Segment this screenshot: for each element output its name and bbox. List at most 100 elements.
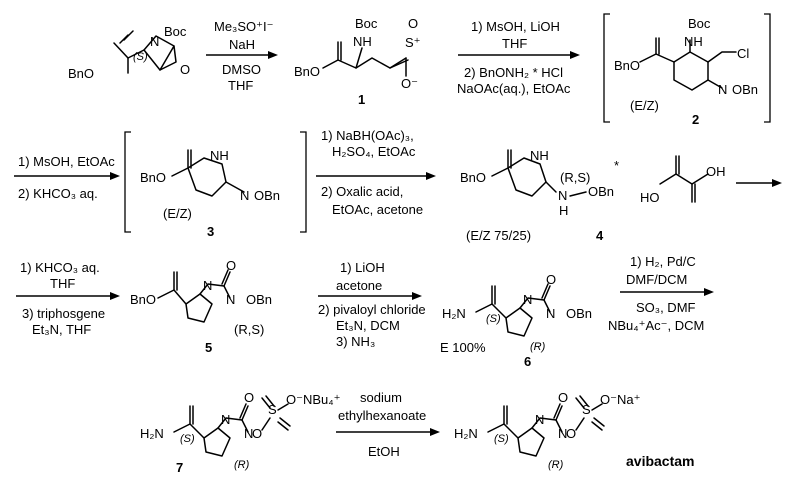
c7-o: O <box>244 390 254 405</box>
c4-ho: HO <box>640 190 660 205</box>
c2-boc: Boc <box>688 16 711 31</box>
c3-bno: BnO <box>140 170 166 185</box>
compound-7: H₂N (S) (R) N O N O S O⁻NBu₄⁺ 7 <box>140 390 340 475</box>
c6-n1: N <box>523 292 532 307</box>
c3-ez: (E/Z) <box>163 206 192 221</box>
c5-rs: (R,S) <box>234 322 264 337</box>
c7-h2n: H₂N <box>140 426 164 441</box>
c6-obn: OBn <box>566 306 592 321</box>
compound-1: BnO Boc NH S⁺ O O⁻ 1 <box>294 16 421 107</box>
compound-4: BnO NH (R,S) N H OBn * (E/Z 75/25) 4 HO … <box>460 148 726 243</box>
c4-nh: NH <box>530 148 549 163</box>
arrow6-step1b: acetone <box>336 278 382 293</box>
sm-stereo-s: (S) <box>133 51 148 63</box>
c2-ez: (E/Z) <box>630 98 659 113</box>
c7-stereo-r: (R) <box>234 459 250 471</box>
sm-n: N <box>150 34 159 49</box>
arrow2-step1: 1) MsOH, LiOH <box>471 19 560 34</box>
c7-n1: N <box>221 412 230 427</box>
arrow6-step3: 3) NH₃ <box>336 334 375 349</box>
c2-bno: BnO <box>614 58 640 73</box>
arrow7-step1: 1) H₂, Pd/C <box>630 254 696 269</box>
avibactam: H₂N (S) (R) N O N O S O⁻Na⁺ avibactam <box>454 390 694 471</box>
avi-n2: N <box>558 426 567 441</box>
avi-stereo-s: (S) <box>494 433 509 445</box>
c1-s-plus: S⁺ <box>405 35 421 50</box>
arrow2-step2b: NaOAc(aq.), EtOAc <box>457 81 571 96</box>
c4-star: * <box>614 158 619 173</box>
compound-5: BnO N O N OBn (R,S) 5 <box>130 258 272 355</box>
arrow-6: 1) LiOH acetone 2) pivaloyl chloride Et₃… <box>318 260 426 349</box>
arrow-8: sodium ethylhexanoate EtOH <box>336 390 440 459</box>
arrow2-step2: 2) BnONH₂ * HCl <box>464 65 563 80</box>
arrow4-step2: 2) Oxalic acid, <box>321 184 403 199</box>
sm-boc: Boc <box>164 24 187 39</box>
c2-cl: Cl <box>737 46 749 61</box>
c4-obn: OBn <box>588 184 614 199</box>
c4-nhobn-n: N <box>558 188 567 203</box>
c4-bno: BnO <box>460 170 486 185</box>
c6-h2n: H₂N <box>442 306 466 321</box>
avi-s-atom: S <box>582 402 591 417</box>
c1-number: 1 <box>358 92 365 107</box>
arrow3-step1: 1) MsOH, EtOAc <box>18 154 115 169</box>
starting-material: BnO (S) Boc N O <box>68 24 190 81</box>
c7-o-nbu: O⁻NBu₄⁺ <box>286 392 340 407</box>
arrow7-step1b: DMF/DCM <box>626 272 687 287</box>
c1-o-top: O <box>408 16 418 31</box>
arrow-2: 1) MsOH, LiOH THF 2) BnONH₂ * HCl NaOAc(… <box>457 19 580 96</box>
avi-o-link: O <box>566 426 576 441</box>
arrow5-step2b: Et₃N, THF <box>32 322 91 337</box>
c1-boc: Boc <box>355 16 378 31</box>
sm-bno: BnO <box>68 66 94 81</box>
arrow-5: 1) KHCO₃ aq. THF 3) triphosgene Et₃N, TH… <box>16 260 120 337</box>
compound-6: H₂N (S) (R) N O N OBn E 100% 6 <box>440 272 592 369</box>
c7-o-link: O <box>252 426 262 441</box>
arrow5-step2: 3) triphosgene <box>22 306 105 321</box>
c2-nh: NH <box>684 34 703 49</box>
arrow7-step2b: NBu₄⁺Ac⁻, DCM <box>608 318 704 333</box>
c2-obn: OBn <box>732 82 758 97</box>
c3-nh: NH <box>210 148 229 163</box>
avi-h2n: H₂N <box>454 426 478 441</box>
c6-o: O <box>546 272 556 287</box>
arrow7-step2: SO₃, DMF <box>636 300 696 315</box>
c3-number: 3 <box>207 224 214 239</box>
arrow4-step2b: EtOAc, acetone <box>332 202 423 217</box>
c7-number: 7 <box>176 460 183 475</box>
arrow1-solvent1: DMSO <box>222 62 261 77</box>
c5-n1: N <box>203 278 212 293</box>
c2-number: 2 <box>692 112 699 127</box>
arrow5-step1: 1) KHCO₃ aq. <box>20 260 100 275</box>
c6-e: E 100% <box>440 340 486 355</box>
c1-bno: BnO <box>294 64 320 79</box>
c7-stereo-s: (S) <box>180 433 195 445</box>
c5-number: 5 <box>205 340 212 355</box>
c2-n: N <box>718 82 727 97</box>
arrow6-step1: 1) LiOH <box>340 260 385 275</box>
arrow-7: 1) H₂, Pd/C DMF/DCM SO₃, DMF NBu₄⁺Ac⁻, D… <box>608 254 714 333</box>
c5-obn: OBn <box>246 292 272 307</box>
c4-rs: (R,S) <box>560 170 590 185</box>
arrow3-step2: 2) KHCO₃ aq. <box>18 186 98 201</box>
avi-stereo-r: (R) <box>548 459 564 471</box>
avi-n1: N <box>535 412 544 427</box>
arrow6-step2: 2) pivaloyl chloride <box>318 302 426 317</box>
c7-s-atom: S <box>268 402 277 417</box>
c1-nh: NH <box>353 34 372 49</box>
c3-n: N <box>240 188 249 203</box>
c5-bno: BnO <box>130 292 156 307</box>
arrow4-step1b: H₂SO₄, EtOAc <box>332 144 416 159</box>
c4-nhobn-h: H <box>559 203 568 218</box>
c4-oh: OH <box>706 164 726 179</box>
sm-o: O <box>180 62 190 77</box>
arrow1-solvent2: THF <box>228 78 253 93</box>
arrow5-step1b: THF <box>50 276 75 291</box>
c6-stereo-r: (R) <box>530 341 546 353</box>
c6-stereo-s: (S) <box>486 313 501 325</box>
compound-3: BnO NH N OBn (E/Z) 3 <box>124 131 307 239</box>
arrow4-step1: 1) NaBH(OAc)₃, <box>321 128 414 143</box>
c1-o-minus: O⁻ <box>401 76 418 91</box>
